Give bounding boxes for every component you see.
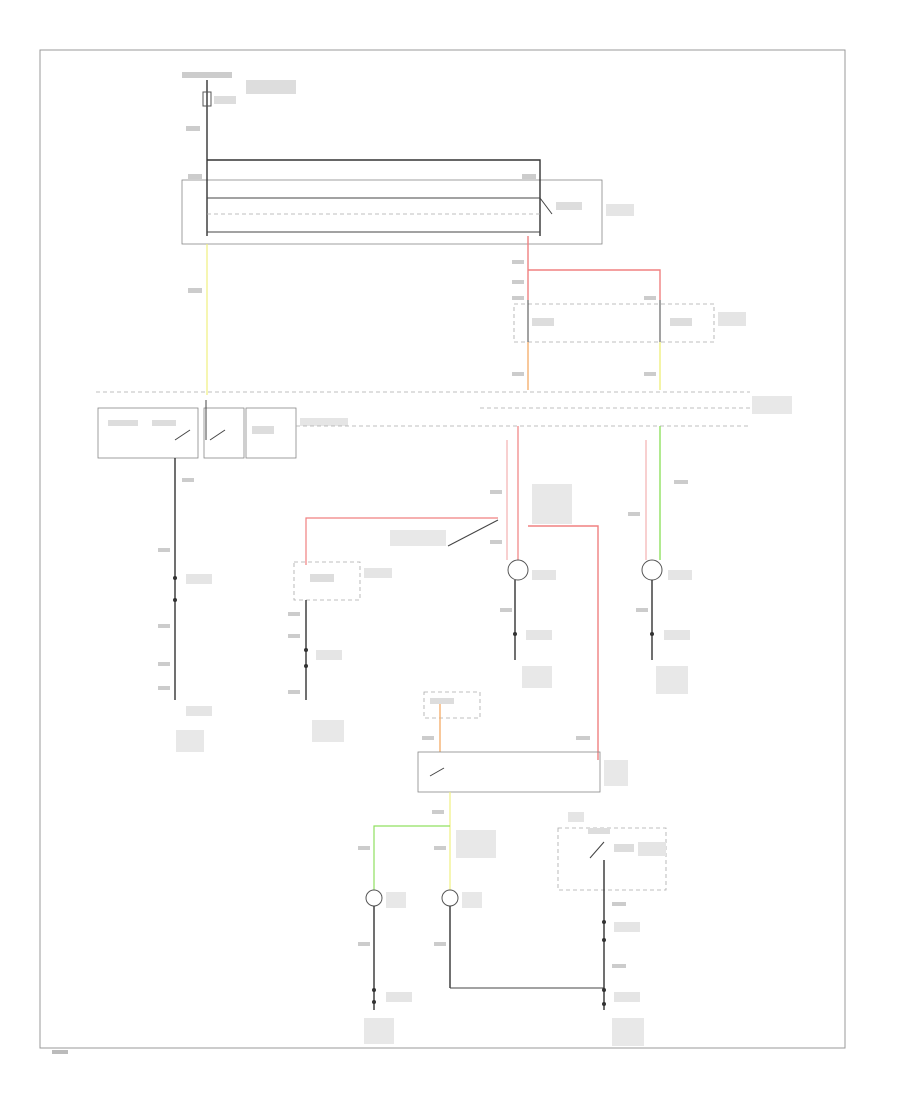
diagram-code — [52, 1050, 68, 1054]
flasher-fuse — [422, 691, 481, 752]
headlight-left-circuit — [490, 426, 572, 688]
flasher-unit — [417, 736, 628, 793]
turn-lamp-circuits — [358, 792, 604, 1044]
relay-box — [513, 300, 746, 343]
red-feed-relays — [512, 236, 661, 300]
wire-red-flasher — [528, 525, 599, 760]
left-switch-group — [97, 400, 348, 459]
headlight-switch-box — [181, 159, 634, 245]
diagram-frame — [39, 49, 846, 1049]
center-left-branch — [288, 517, 499, 742]
headlight-right-circuit — [628, 426, 692, 694]
hazard-switch — [557, 812, 667, 1046]
hot-at-all-times-fuse — [182, 72, 296, 160]
left-ground-run — [158, 458, 212, 752]
